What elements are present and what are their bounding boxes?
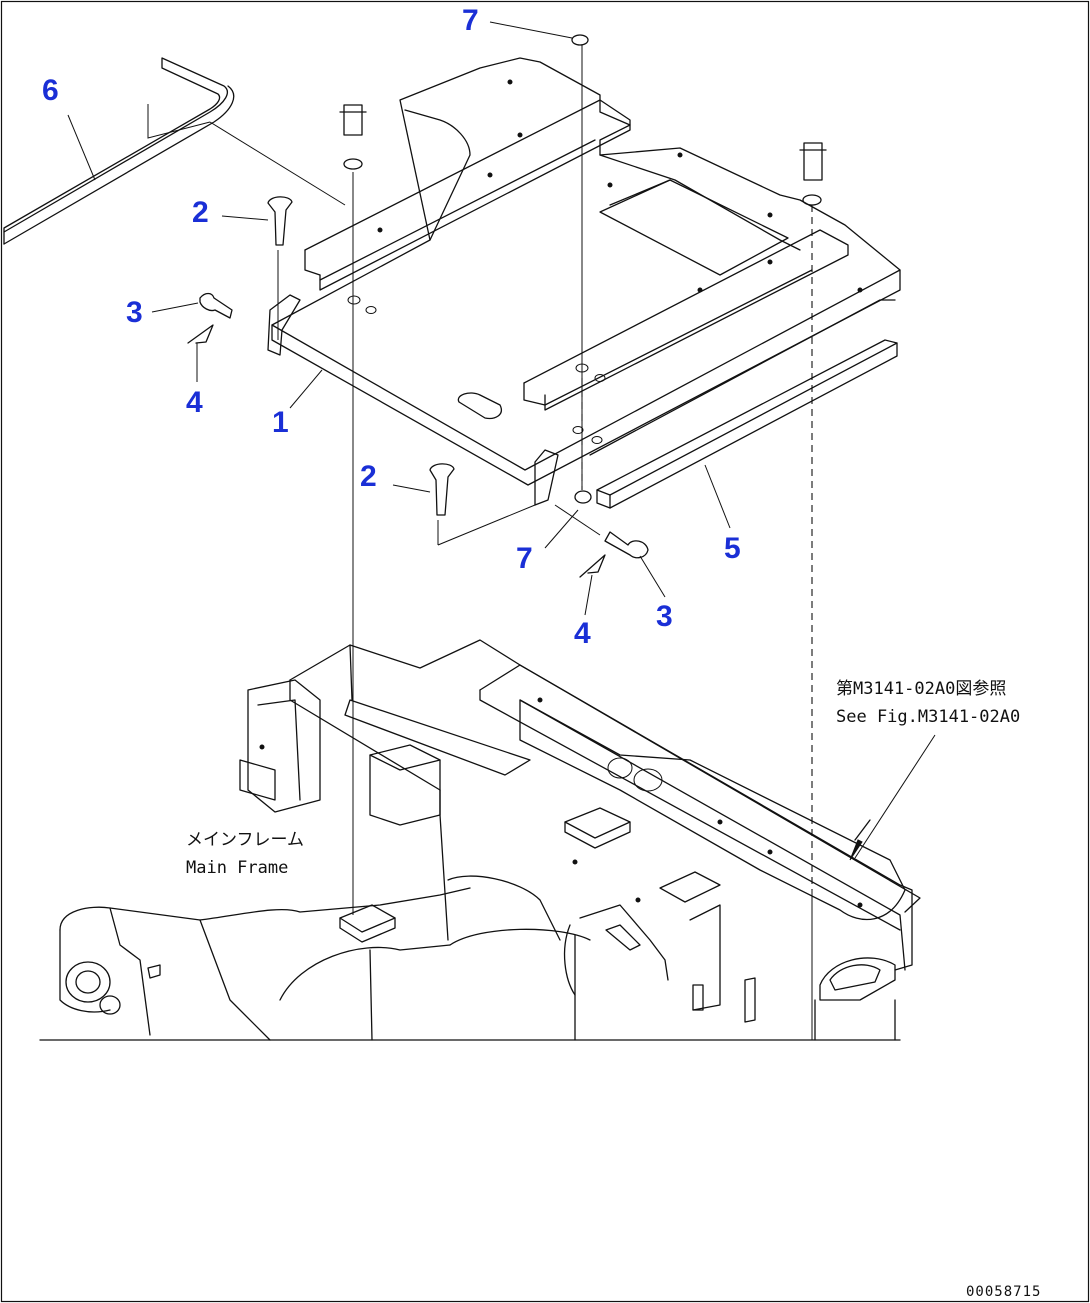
callout-4-lower: 4 [574,617,591,650]
main-frame [39,639,921,1041]
main-frame-label-en: Main Frame [186,858,288,878]
callout-2-lower: 2 [360,460,377,493]
part-1-floor-plate [267,57,901,506]
callout-6: 6 [42,74,59,107]
reference-note-en: See Fig.M3141-02A0 [836,707,1020,727]
callout-leaders [67,21,731,616]
reference-note: 第M3141-02A0図参照 See Fig.M3141-02A0 [836,679,1020,727]
part-5-square-bar [596,339,898,509]
hardware [187,34,827,578]
alignment-lines [277,45,813,1040]
main-frame-label: メインフレーム Main Frame [186,830,304,878]
drawing-number: 00058715 [966,1284,1041,1300]
main-frame-label-jp: メインフレーム [186,830,304,850]
callout-2-upper: 2 [192,196,209,229]
callout-7-top: 7 [462,4,479,37]
callout-1: 1 [272,406,289,439]
reference-leader [854,734,936,859]
callout-numbers: 7 6 2 3 4 1 2 7 5 3 4 [42,4,741,650]
part-6-handrail [3,57,346,245]
callout-3-upper: 3 [126,296,143,329]
callout-7-lower: 7 [516,542,533,575]
callout-5: 5 [724,532,741,565]
callout-3-lower: 3 [656,600,673,633]
callout-4-upper: 4 [186,386,203,419]
reference-note-jp: 第M3141-02A0図参照 [836,679,1006,699]
